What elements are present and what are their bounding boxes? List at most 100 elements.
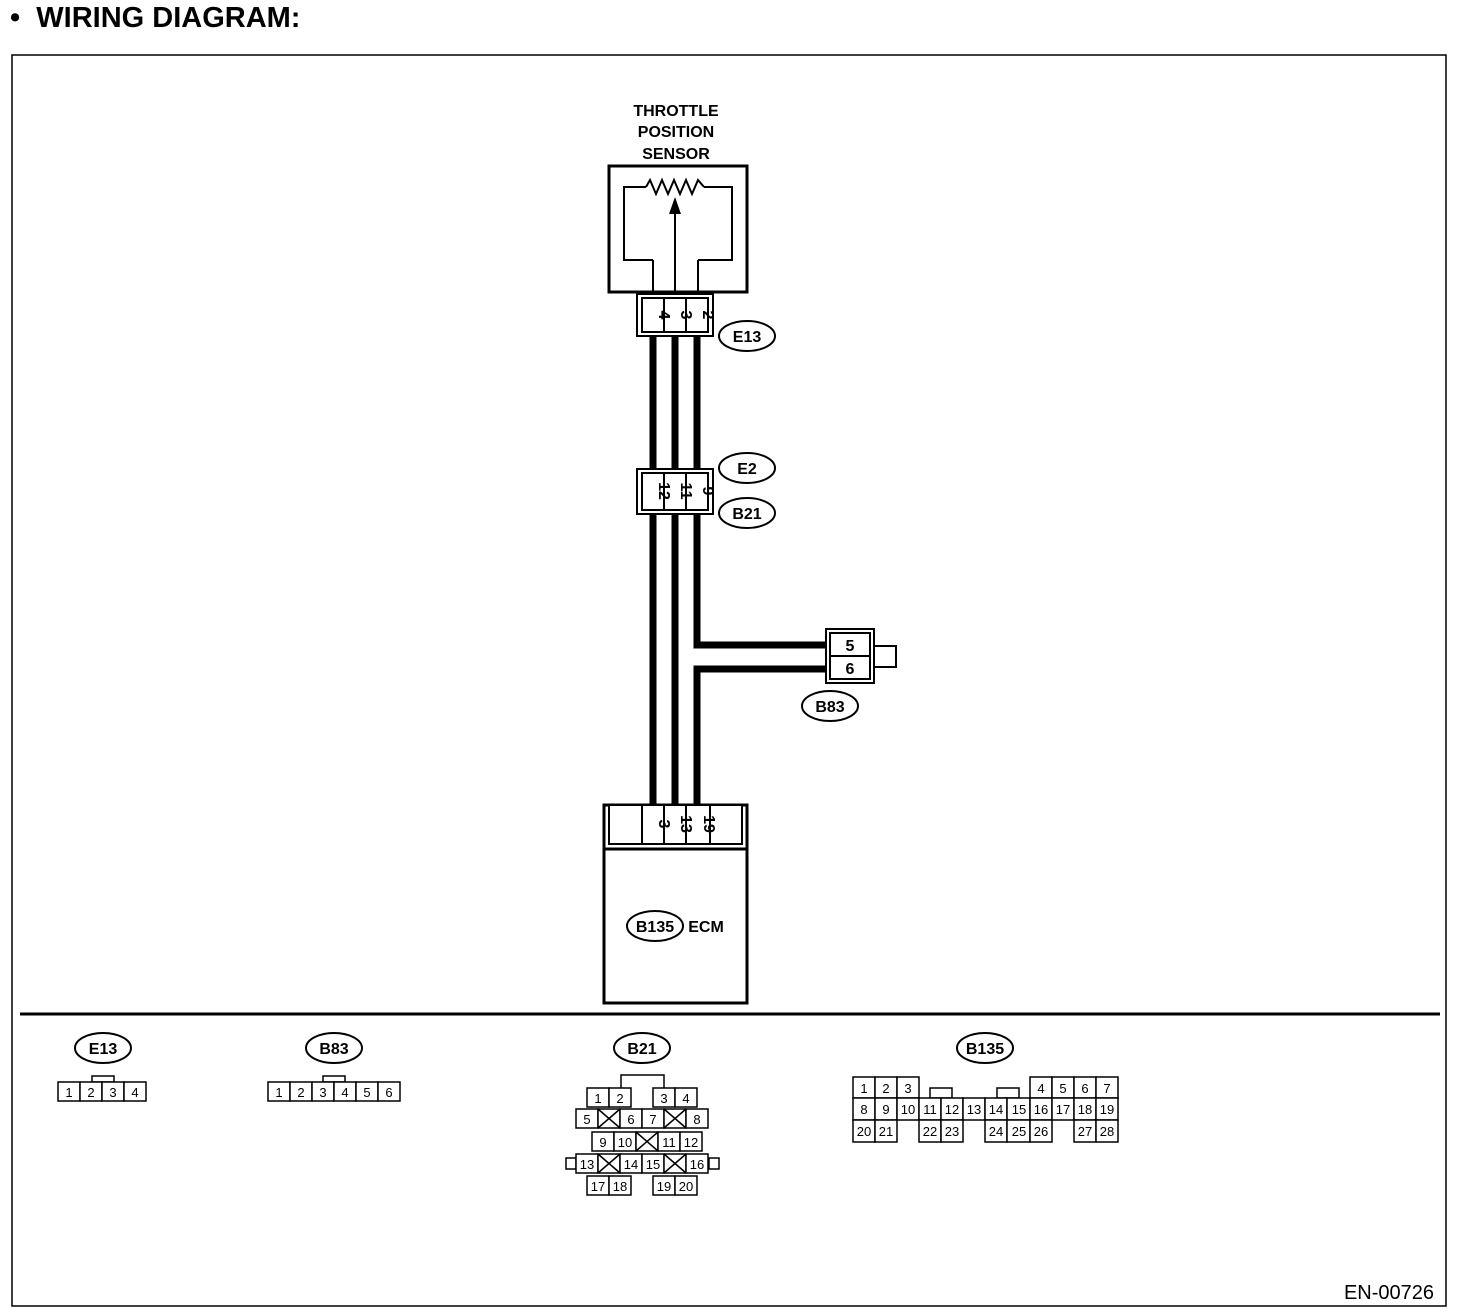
- legend-b135-pin: 16: [1034, 1102, 1048, 1117]
- diagram-frame: [11, 54, 1447, 1307]
- legend-e13-tag: [74, 1032, 132, 1064]
- b135-pin-13: 13: [677, 815, 694, 833]
- e13-tag: [718, 320, 776, 352]
- legend-b135-pin: 6: [1081, 1081, 1088, 1096]
- connector-b83: 5 6: [825, 628, 897, 684]
- b83-tag-label: B83: [815, 699, 844, 716]
- legend-b21-pin: 13: [580, 1157, 594, 1172]
- legend-b83-pin: 5: [363, 1085, 370, 1100]
- b83-pin-6: 6: [846, 661, 855, 678]
- legend-b135-pin: 28: [1100, 1124, 1114, 1139]
- legend-b83-tag: [305, 1032, 363, 1064]
- legend-b21-pin: 11: [662, 1135, 676, 1150]
- b21-pin-11: 11: [677, 483, 694, 500]
- page-title: • WIRING DIAGRAM:: [10, 2, 300, 35]
- e13-pin-2: 2: [699, 311, 716, 320]
- legend-e13-pin: 3: [109, 1085, 116, 1100]
- legend-b135-pin: 17: [1056, 1102, 1070, 1117]
- legend-b135-pin: 10: [901, 1102, 915, 1117]
- b21-tag-label: B21: [732, 506, 761, 523]
- legend-b135-pin: 26: [1034, 1124, 1048, 1139]
- legend-b135-pin: 13: [967, 1102, 981, 1117]
- legend-b21-pin: 7: [649, 1112, 656, 1127]
- e2-tag-label: E2: [737, 461, 757, 478]
- legend-b135-pin: 27: [1078, 1124, 1092, 1139]
- legend-b83-pin: 6: [385, 1085, 392, 1100]
- connector-e13: 4 3 2: [636, 293, 716, 337]
- legend-b135-pin: 5: [1059, 1081, 1066, 1096]
- b21-pin-9: 9: [699, 487, 716, 496]
- legend-b135-pin: 20: [857, 1124, 871, 1139]
- legend-b135-pin: 4: [1037, 1081, 1044, 1096]
- legend-b21-pin: 10: [618, 1135, 632, 1150]
- legend-b135-pin: 22: [923, 1124, 937, 1139]
- legend-b135-pin: 18: [1078, 1102, 1092, 1117]
- legend-b135-pin: 3: [904, 1081, 911, 1096]
- legend-b21-pin: 2: [616, 1091, 623, 1106]
- legend-b135-pin: 25: [1012, 1124, 1026, 1139]
- legend-b21-pin: 8: [693, 1112, 700, 1127]
- b83-tag: [801, 690, 859, 722]
- legend-b135-pin: 15: [1012, 1102, 1026, 1117]
- legend-e13-pin: 4: [131, 1085, 138, 1100]
- legend-e13-label: E13: [89, 1041, 118, 1058]
- legend-b21-pin: 6: [627, 1112, 634, 1127]
- legend-b21-pin: 18: [613, 1179, 627, 1194]
- legend-b83-pin: 2: [297, 1085, 304, 1100]
- figure-id: EN-00726: [1344, 1282, 1434, 1304]
- legend-b83-face: [267, 1075, 401, 1102]
- b135-tag-label: B135: [636, 919, 674, 936]
- legend-e13-face: [57, 1075, 147, 1102]
- throttle-position-sensor: [607, 164, 749, 297]
- b135-pin-19: 19: [700, 815, 717, 833]
- legend-b135-pin: 19: [1100, 1102, 1114, 1117]
- legend-b21-pin: 4: [682, 1091, 689, 1106]
- legend-b21-pin: 19: [657, 1179, 671, 1194]
- legend-b135-pin: 1: [860, 1081, 867, 1096]
- b21-pin-12: 12: [655, 482, 672, 500]
- harness-wires: [649, 336, 828, 808]
- legend-b135-pin: 11: [923, 1102, 937, 1117]
- legend-b21-pin: 15: [646, 1157, 660, 1172]
- b83-pin-5: 5: [846, 638, 855, 655]
- legend-e13-pin: 1: [65, 1085, 72, 1100]
- legend-b21-blank-cavities: [597, 1108, 687, 1174]
- legend-b21-pin: 14: [624, 1157, 638, 1172]
- legend-b135-pin: 24: [989, 1124, 1003, 1139]
- wiper-arrow-icon: [669, 197, 681, 214]
- legend-b21-pin: 17: [591, 1179, 605, 1194]
- legend-b83-pin: 1: [275, 1085, 282, 1100]
- legend-b135-label: B135: [966, 1041, 1004, 1058]
- title-text: WIRING DIAGRAM:: [36, 2, 301, 34]
- b135-tag: [626, 910, 684, 942]
- legend-b21-pin: 3: [660, 1091, 667, 1106]
- sensor-label-line2: POSITION: [638, 124, 714, 141]
- legend-b21-pin: 20: [679, 1179, 693, 1194]
- legend-b21-pin: 1: [594, 1091, 601, 1106]
- legend-b83-label: B83: [319, 1041, 348, 1058]
- b135-pin-3: 3: [655, 820, 672, 829]
- legend-b21-pin: 12: [684, 1135, 698, 1150]
- legend-b135-face: [852, 1076, 1119, 1143]
- legend-b135-pin: 7: [1103, 1081, 1110, 1096]
- legend-b135-pin: 21: [879, 1124, 893, 1139]
- legend-b21-pin: 16: [690, 1157, 704, 1172]
- e13-pin-3: 3: [677, 311, 694, 320]
- e13-pin-4: 4: [655, 311, 672, 320]
- legend-b83-pin: 3: [319, 1085, 326, 1100]
- legend-b83-pin: 4: [341, 1085, 348, 1100]
- legend-b135-pin: 14: [989, 1102, 1003, 1117]
- sensor-label-line3: SENSOR: [642, 146, 710, 163]
- legend-b135-pin: 12: [945, 1102, 959, 1117]
- legend-b21-label: B21: [627, 1041, 656, 1058]
- e2-tag: [718, 452, 776, 484]
- ecm-unit: 3 13 19: [602, 803, 749, 1005]
- legend-b135-pin: 2: [882, 1081, 889, 1096]
- legend-e13-pin: 2: [87, 1085, 94, 1100]
- connector-e2-b21: 12 11 9: [636, 468, 716, 515]
- legend-b135-pin: 23: [945, 1124, 959, 1139]
- resistor-icon: [645, 177, 705, 197]
- legend-b21-pin: 5: [583, 1112, 590, 1127]
- legend-b135-tag: [956, 1032, 1014, 1064]
